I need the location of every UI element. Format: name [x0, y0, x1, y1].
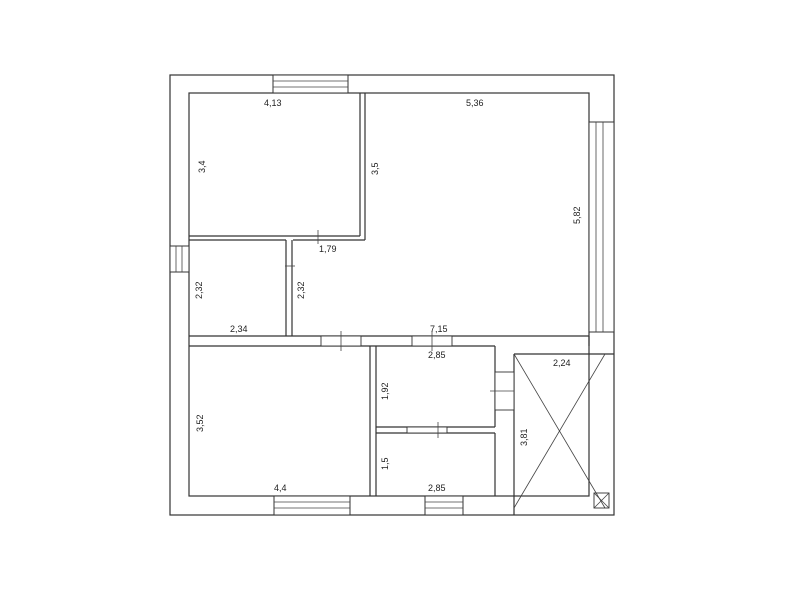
window-right [588, 121, 615, 333]
dim-living-width: 5,36 [466, 98, 484, 108]
dim-mid-room-height: 1,92 [380, 382, 390, 400]
stair-cross [513, 353, 610, 509]
dim-doorway-width: 1,79 [319, 244, 337, 254]
dim-partition-height: 3,5 [370, 162, 380, 175]
window-bottom-right [424, 495, 464, 516]
dim-small-room-width: 2,34 [230, 324, 248, 334]
dim-small-room-height-right: 2,32 [296, 281, 306, 299]
dim-lower-room-width: 2,85 [428, 483, 446, 493]
window-top [272, 74, 349, 94]
dim-stair-width: 2,24 [553, 358, 571, 368]
dim-mid-room-width-top: 2,85 [428, 350, 446, 360]
window-left [169, 245, 190, 273]
dim-small-room-height-left: 2,32 [194, 281, 204, 299]
dim-stair-height: 3,81 [519, 428, 529, 446]
dim-room-bottom-left-height: 3,52 [195, 414, 205, 432]
outer-wall-outline [169, 74, 615, 516]
dim-room-top-left-width: 4,13 [264, 98, 282, 108]
dim-lower-room-height: 1,5 [380, 457, 390, 470]
interior-walls [189, 93, 614, 515]
dim-room-top-left-height: 3,4 [197, 160, 207, 173]
door-markers [285, 230, 515, 438]
dim-living-height-right: 5,82 [572, 206, 582, 224]
window-bottom-left [273, 495, 351, 516]
inner-wall-outline [188, 92, 590, 497]
dim-room-bottom-left-width: 4,4 [274, 483, 287, 493]
dim-living-bottom-width: 7,15 [430, 324, 448, 334]
